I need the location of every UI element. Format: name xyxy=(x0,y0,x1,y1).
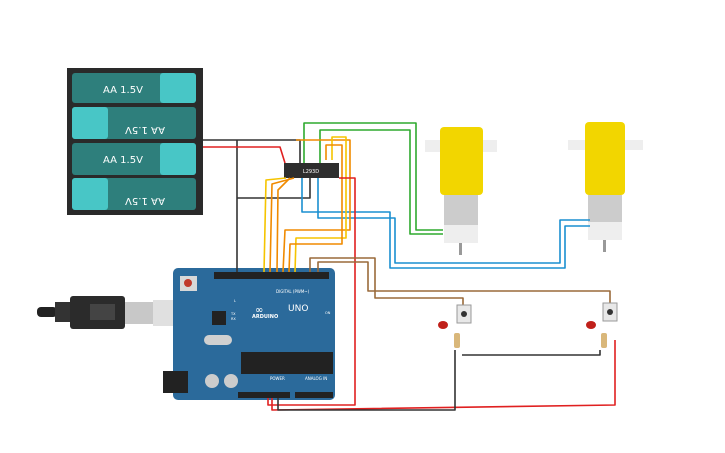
usb-cable[interactable] xyxy=(37,296,175,329)
digital-label: DIGITAL (PWM~) xyxy=(276,289,310,294)
led-on-label: ON xyxy=(325,311,331,315)
wire-red xyxy=(203,146,286,164)
led-1[interactable] xyxy=(438,321,448,329)
pushbutton-1[interactable] xyxy=(456,304,472,324)
battery-cell-4: AA 1.5V xyxy=(72,178,196,210)
wire-black xyxy=(462,350,601,356)
wire-orange xyxy=(288,144,343,273)
battery-pack[interactable]: AA 1.5V AA 1.5V AA 1.5V AA 1.5V xyxy=(67,68,203,215)
arduino-uno-board[interactable]: DIGITAL (PWM~) ∞ ARDUINO UNO L TX RX ON … xyxy=(163,268,335,400)
microcontroller-chip xyxy=(241,352,333,374)
wire-orange xyxy=(282,139,351,273)
wire-black xyxy=(237,178,311,199)
battery-cell-3: AA 1.5V xyxy=(72,143,196,175)
led-2[interactable] xyxy=(586,321,596,329)
wire-brown xyxy=(317,261,611,305)
digital-header xyxy=(214,272,329,279)
led-rx-label: RX xyxy=(231,317,236,321)
dc-motor-1[interactable] xyxy=(425,127,497,255)
wire-blue xyxy=(317,178,590,264)
wire-brown xyxy=(309,257,464,305)
brand-label: ARDUINO xyxy=(252,314,278,320)
chip-label: L293D xyxy=(303,169,319,175)
arduino-logo-icon: ∞ xyxy=(255,305,263,316)
cell-label: AA 1.5V xyxy=(125,124,165,135)
wires xyxy=(203,122,616,411)
wire-red xyxy=(267,177,356,406)
led-tx-label: TX xyxy=(230,312,236,316)
dc-motor-2[interactable] xyxy=(568,122,643,252)
wire-black xyxy=(203,139,301,163)
power-label: POWER xyxy=(270,376,285,381)
wire-red xyxy=(271,340,616,411)
analog-label: ANALOG IN xyxy=(305,376,327,381)
l293d-driver-chip[interactable]: L293D xyxy=(284,163,339,178)
wire-orange xyxy=(269,177,295,273)
cell-label: AA 1.5V xyxy=(125,195,165,206)
wire-blue xyxy=(301,178,590,269)
wire-yellow xyxy=(263,177,287,273)
wire-black xyxy=(277,350,456,411)
reset-button[interactable] xyxy=(184,279,192,287)
resistor-1[interactable] xyxy=(454,333,460,348)
resistor-2[interactable] xyxy=(601,333,607,348)
cell-label: AA 1.5V xyxy=(103,85,143,96)
wire-orange xyxy=(276,177,291,273)
led-l-label: L xyxy=(234,299,236,303)
battery-cell-2: AA 1.5V xyxy=(72,107,196,139)
wire-green xyxy=(319,129,443,235)
wire-green xyxy=(303,122,443,231)
power-jack xyxy=(163,371,188,393)
model-label: UNO xyxy=(288,304,308,314)
battery-cell-1: AA 1.5V xyxy=(72,73,196,103)
cell-label: AA 1.5V xyxy=(103,155,143,166)
pushbutton-2[interactable] xyxy=(602,302,618,322)
